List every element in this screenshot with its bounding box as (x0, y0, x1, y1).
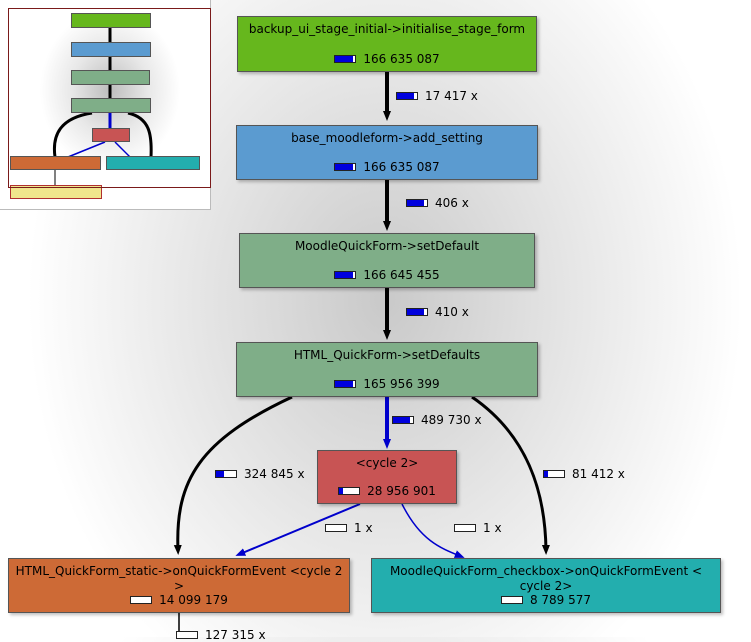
minimap-node (71, 98, 151, 113)
node-add-setting[interactable]: base_moodleform->add_setting 166 635 087 (236, 125, 538, 180)
node-label: HTML_QuickForm_static->onQuickFormEvent … (15, 564, 343, 593)
node-cost: 14 099 179 (159, 593, 228, 607)
minimap-node (71, 70, 150, 85)
node-label: HTML_QuickForm->setDefaults (293, 348, 481, 362)
minimap-node (10, 185, 102, 199)
edge-label-e9: 127 315 x (176, 628, 266, 642)
edge-calls: 410 x (435, 305, 469, 319)
node-cycle-2[interactable]: <cycle 2> 28 956 901 (317, 450, 457, 504)
edge-label-e7: 1 x (325, 521, 373, 535)
calls-bar (454, 524, 476, 532)
cost-bar (334, 55, 357, 63)
edge-line-e7[interactable] (235, 503, 361, 556)
node-cost: 166 635 087 (363, 52, 440, 66)
node-label: MoodleQuickForm->setDefault (294, 239, 480, 253)
node-label: <cycle 2> (355, 456, 419, 470)
node-label: backup_ui_stage_initial->initialise_stag… (248, 22, 526, 36)
node-cost: 165 956 399 (363, 377, 440, 391)
edge-label-e8: 1 x (454, 521, 502, 535)
edge-calls: 406 x (435, 196, 469, 210)
cost-bar (334, 380, 357, 388)
minimap-node (71, 13, 151, 28)
calls-bar (392, 416, 414, 424)
edge-calls: 17 417 x (425, 89, 478, 103)
edge-calls: 127 315 x (205, 628, 266, 642)
edge-calls: 81 412 x (572, 467, 625, 481)
node-cost: 28 956 901 (367, 484, 436, 498)
calls-bar (176, 631, 198, 639)
edge-calls: 489 730 x (421, 413, 482, 427)
overview-minimap[interactable] (0, 0, 211, 210)
node-static-on-quickform-event[interactable]: HTML_QuickForm_static->onQuickFormEvent … (8, 558, 350, 613)
calls-bar (396, 92, 418, 100)
minimap-node (106, 156, 200, 170)
node-set-defaults[interactable]: HTML_QuickForm->setDefaults 165 956 399 (236, 342, 538, 397)
calls-bar (325, 524, 347, 532)
cost-bar (130, 596, 153, 604)
cost-bar (334, 163, 357, 171)
edge-label-e6: 81 412 x (543, 467, 625, 481)
node-initialise-stage-form[interactable]: backup_ui_stage_initial->initialise_stag… (237, 16, 537, 72)
node-checkbox-on-quickform-event[interactable]: MoodleQuickForm_checkbox->onQuickFormEve… (371, 558, 721, 613)
calls-bar (543, 470, 565, 478)
edge-calls: 324 845 x (244, 467, 305, 481)
edge-line-e6[interactable] (471, 395, 550, 555)
minimap-node (71, 42, 151, 57)
minimap-node (10, 156, 101, 170)
edge-calls: 1 x (354, 521, 373, 535)
calls-bar (406, 199, 428, 207)
node-cost: 8 789 577 (529, 593, 592, 607)
node-cost: 166 635 087 (363, 160, 440, 174)
edge-line-e5[interactable] (173, 395, 293, 555)
edge-label-e4: 489 730 x (392, 413, 482, 427)
edge-label-e3: 410 x (406, 305, 469, 319)
node-cost: 166 645 455 (363, 268, 440, 282)
cost-bar (334, 271, 357, 279)
edge-line-e8[interactable] (401, 503, 465, 558)
calls-bar (406, 308, 428, 316)
minimap-viewport[interactable] (8, 8, 211, 188)
edge-label-e1: 17 417 x (396, 89, 478, 103)
edge-calls: 1 x (483, 521, 502, 535)
calls-bar (215, 470, 237, 478)
cost-bar (338, 487, 361, 495)
node-label: MoodleQuickForm_checkbox->onQuickFormEve… (389, 564, 703, 593)
cost-bar (500, 596, 523, 604)
edge-label-e2: 406 x (406, 196, 469, 210)
node-set-default[interactable]: MoodleQuickForm->setDefault 166 645 455 (239, 233, 535, 288)
node-label: base_moodleform->add_setting (291, 131, 483, 145)
minimap-node (92, 128, 130, 142)
edge-label-e5: 324 845 x (215, 467, 305, 481)
